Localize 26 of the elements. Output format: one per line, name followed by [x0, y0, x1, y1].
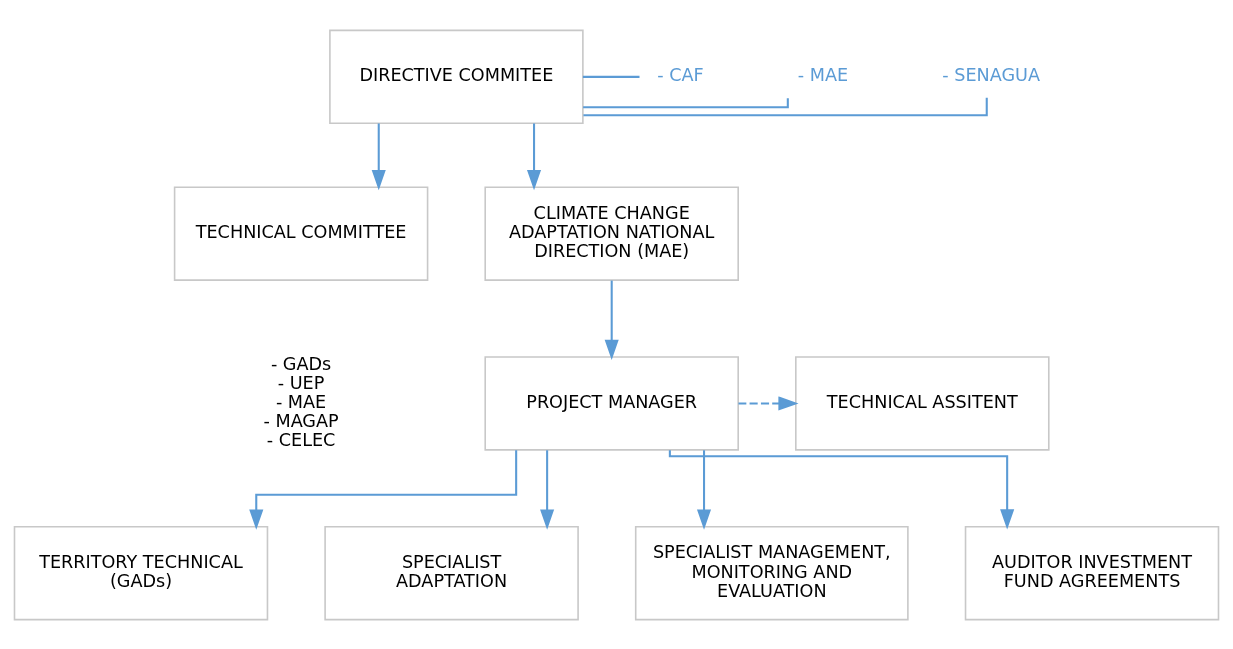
arrow [540, 449, 555, 530]
node-box: AUDITOR INVESTMENT FUND AGREEMENTS [964, 525, 1220, 620]
node-box: TECHNICAL ASSITENT [795, 355, 1050, 451]
node-text: - SENAGUA [942, 64, 1041, 85]
arrow [696, 449, 712, 530]
node-text: - CAF [657, 64, 704, 85]
node-label: - CELEC [266, 429, 336, 450]
node-box: SPECIALIST ADAPTATION [324, 525, 579, 620]
arrow [249, 449, 518, 530]
node-text: - MAE [797, 64, 849, 85]
node-box: TECHNICAL COMMITTEE [173, 186, 429, 281]
node-label: - MAGAP [263, 410, 339, 431]
node-box: SPECIALIST MANAGEMENT, MONITORING AND EVALUATION [634, 525, 909, 620]
arrow [526, 123, 542, 190]
connector [582, 75, 640, 78]
node-box: CLIMATE CHANGE ADAPTATION NATIONAL DIRECTION (MAE) [484, 186, 739, 281]
node-box: DIRECTIVE COMMITEE [329, 29, 584, 124]
node-box: TERRITORY TECHNICAL (GADs) [13, 525, 269, 620]
arrow [371, 123, 386, 190]
node-label: - GADs [270, 353, 332, 374]
node-box: PROJECT MANAGER [484, 355, 739, 451]
arrow [604, 280, 619, 360]
connector [583, 97, 789, 108]
node-label: - MAE [275, 391, 327, 412]
node-label: - UEP [277, 372, 325, 393]
arrow [738, 395, 799, 411]
